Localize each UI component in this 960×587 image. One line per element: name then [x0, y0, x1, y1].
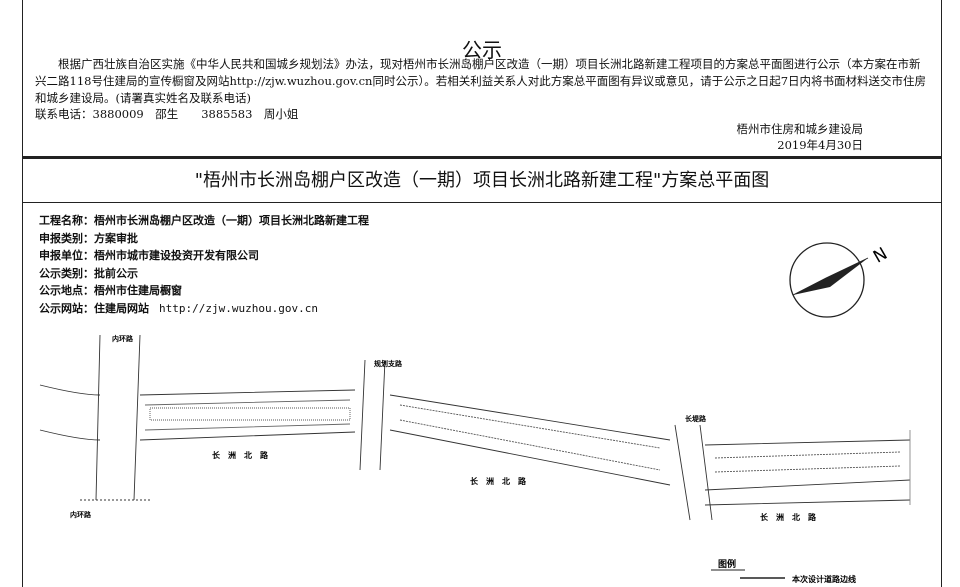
label-dike-road: 长堤路	[685, 414, 707, 423]
legend: 图例 本次设计道路边线	[711, 558, 856, 584]
info-row: 申报单位：梧州市城市建设投资开发有限公司	[39, 249, 259, 262]
compass: N	[789, 242, 891, 318]
label-planned-branch: 规划支路	[374, 359, 403, 368]
document-frame: 公示 根据广西壮族自治区实施《中华人民共和国城乡规划法》办法，现对梧州市长洲岛棚…	[22, 0, 942, 587]
label-inner-ring-top: 内环路	[112, 334, 134, 343]
label-road-1: 长 洲 北 路	[212, 450, 269, 460]
label-road-2: 长 洲 北 路	[470, 476, 527, 486]
info-row: 申报类别：方案审批	[39, 231, 138, 245]
contact-info: 联系电话：3880009 邵生 3885583 周小姐	[35, 107, 299, 121]
notice-section: 公示 根据广西壮族自治区实施《中华人民共和国城乡规划法》办法，现对梧州市长洲岛棚…	[23, 0, 941, 159]
plan-title: "梧州市长洲岛棚户区改造（一期）项目长洲北路新建工程"方案总平面图	[23, 159, 941, 203]
label-road-3: 长 洲 北 路	[760, 512, 817, 522]
notice-title: 公示	[462, 38, 502, 62]
svg-text:本次设计道路边线: 本次设计道路边线	[791, 574, 856, 584]
info-row: 工程名称：梧州市长洲岛棚户区改造（一期）项目长洲北路新建工程	[39, 214, 369, 227]
info-row: 公示类别：批前公示	[39, 266, 138, 280]
north-label: N	[870, 244, 891, 268]
svg-text:图例: 图例	[718, 558, 736, 570]
info-row: 公示地点：梧州市住建局橱窗	[39, 284, 182, 297]
label-inner-ring-bottom: 内环路	[70, 510, 92, 519]
issuing-organization: 梧州市住房和城乡建设局	[736, 122, 864, 136]
road-layout	[39, 334, 911, 521]
project-info: 工程名称：梧州市长洲岛棚户区改造（一期）项目长洲北路新建工程 申报类别：方案审批…	[39, 212, 369, 317]
website-link[interactable]: http://zjw.wuzhou.gov.cn	[159, 301, 318, 315]
notice-date: 2019年4月30日	[777, 138, 863, 152]
notice-body: 根据广西壮族自治区实施《中华人民共和国城乡规划法》办法，现对梧州市长洲岛棚户区改…	[35, 57, 927, 105]
